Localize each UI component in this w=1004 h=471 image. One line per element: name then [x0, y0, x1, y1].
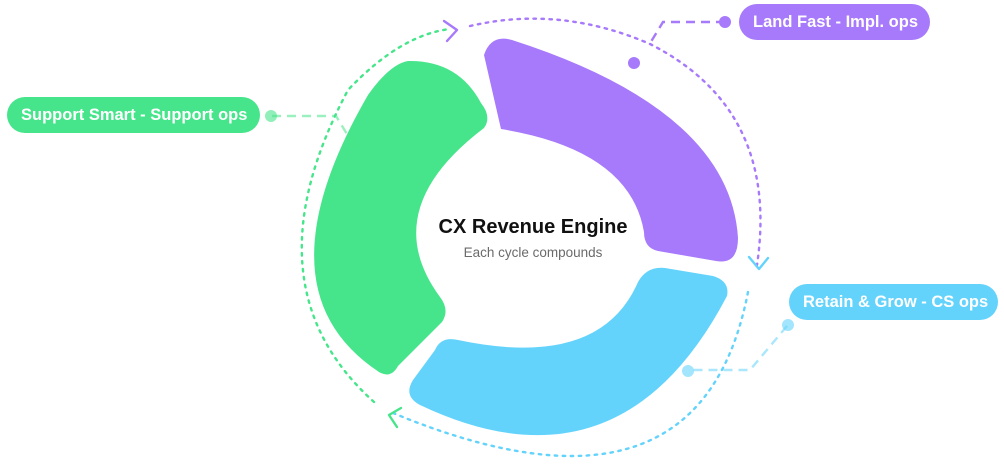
connector-dot — [782, 319, 794, 331]
arrowhead-down-icon — [747, 255, 770, 271]
connector-dot — [719, 16, 731, 28]
connector-land — [647, 20, 725, 46]
connectors — [272, 20, 788, 372]
arc-retain-to-support — [391, 290, 750, 458]
connector-support — [272, 114, 352, 140]
stage-label-retain[interactable]: Retain & Grow - CS ops — [789, 284, 998, 320]
connector-dot — [628, 57, 640, 69]
connector-dot — [347, 137, 359, 149]
connector-dot — [682, 365, 694, 377]
arrowhead-left-icon — [387, 406, 403, 429]
ring-segment-land[interactable] — [484, 38, 738, 262]
arrowheads — [387, 19, 770, 429]
center-title: CX Revenue Engine — [438, 216, 628, 238]
cycle-arrows — [300, 17, 762, 458]
arc-land-to-retain — [468, 17, 762, 267]
ring-segment-retain[interactable] — [409, 267, 728, 436]
center-subtitle: Each cycle compounds — [463, 245, 603, 260]
connector-dot — [265, 110, 277, 122]
connector-retain — [690, 325, 788, 372]
connector-dots — [265, 16, 794, 377]
arc-support-to-land — [300, 27, 452, 404]
stage-label-land[interactable]: Land Fast - Impl. ops — [739, 4, 930, 40]
stage-label-support[interactable]: Support Smart - Support ops — [7, 97, 260, 133]
arrowhead-right-icon — [442, 19, 459, 43]
